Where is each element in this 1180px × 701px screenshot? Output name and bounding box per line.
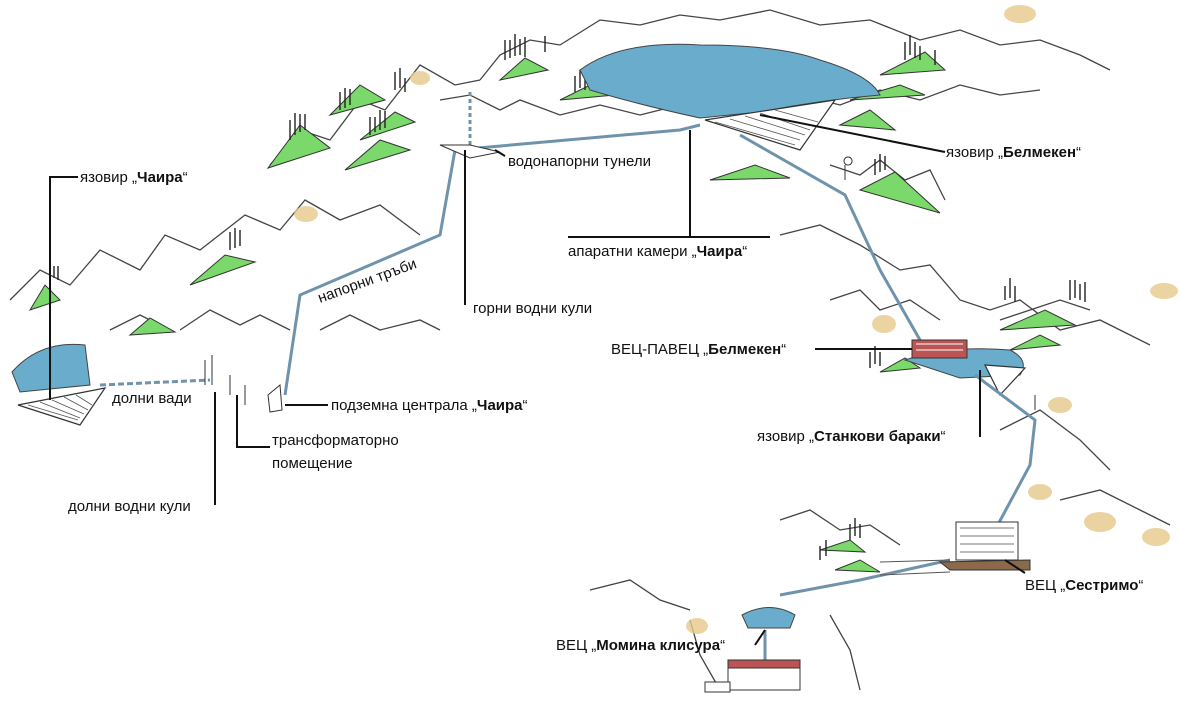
dams	[17, 99, 1027, 426]
pressure-tunnels	[454, 123, 701, 152]
leader-belmeken-dam	[759, 114, 946, 153]
labels: язовир „Чаира“ язовир „Белмекен“ водонап…	[68, 144, 1143, 654]
leader-transformer	[236, 395, 270, 448]
label-lower-towers: долни водни кули	[68, 498, 191, 515]
stankovi-dam-wall	[983, 364, 1027, 397]
label-transformer-line2: помещение	[272, 455, 353, 472]
leader-sestrimo	[1004, 559, 1026, 574]
label-stankovi-dam: язовир „Станкови бараки“	[757, 428, 946, 445]
label-transformer-line1: трансформаторно	[272, 432, 399, 449]
label-valve-chambers: апаратни камери „Чаира“	[568, 243, 747, 260]
leader-chaira-dam	[49, 176, 78, 400]
penstocks	[283, 149, 457, 396]
label-pressure-tunnels: водонапорни тунели	[508, 153, 651, 170]
lower-channels	[99, 378, 211, 387]
belmeken-penstock	[739, 133, 922, 341]
lower-towers	[204, 355, 246, 405]
belmeken-dam-wall	[704, 99, 837, 151]
forest-patches	[28, 51, 1077, 573]
underground-plant	[267, 383, 283, 413]
pipelines	[99, 92, 1037, 660]
reservoirs	[11, 43, 1024, 629]
belmeken-reservoir	[579, 43, 881, 119]
label-belmeken-dam: язовир „Белмекен“	[946, 144, 1081, 161]
sestrimo-tunnel	[779, 558, 951, 597]
label-sestrimo-plant: ВЕЦ „Сестримо“	[1025, 577, 1143, 594]
stankovi-penstock	[974, 373, 1037, 531]
label-belmeken-plant: ВЕЦ-ПАВЕЦ „Белмекен“	[611, 341, 786, 358]
chaira-dam-wall	[17, 387, 107, 426]
leader-lines	[49, 114, 1026, 646]
leader-pressure-tunnels	[494, 149, 506, 157]
label-lower-channels: долни вади	[112, 390, 192, 407]
sand-patches	[294, 5, 1178, 634]
leader-valve-chambers	[568, 130, 770, 238]
structures	[204, 144, 1036, 693]
label-chaira-dam: язовир „Чаира“	[80, 169, 188, 186]
label-momina-plant: ВЕЦ „Момина клисура“	[556, 637, 725, 654]
label-underground-plant: подземна централа „Чаира“	[331, 397, 528, 414]
belmeken-plant-building	[911, 339, 968, 359]
leader-momina	[754, 629, 766, 646]
label-upper-towers: горни водни кули	[473, 300, 592, 317]
momina-reservoir	[741, 607, 796, 629]
